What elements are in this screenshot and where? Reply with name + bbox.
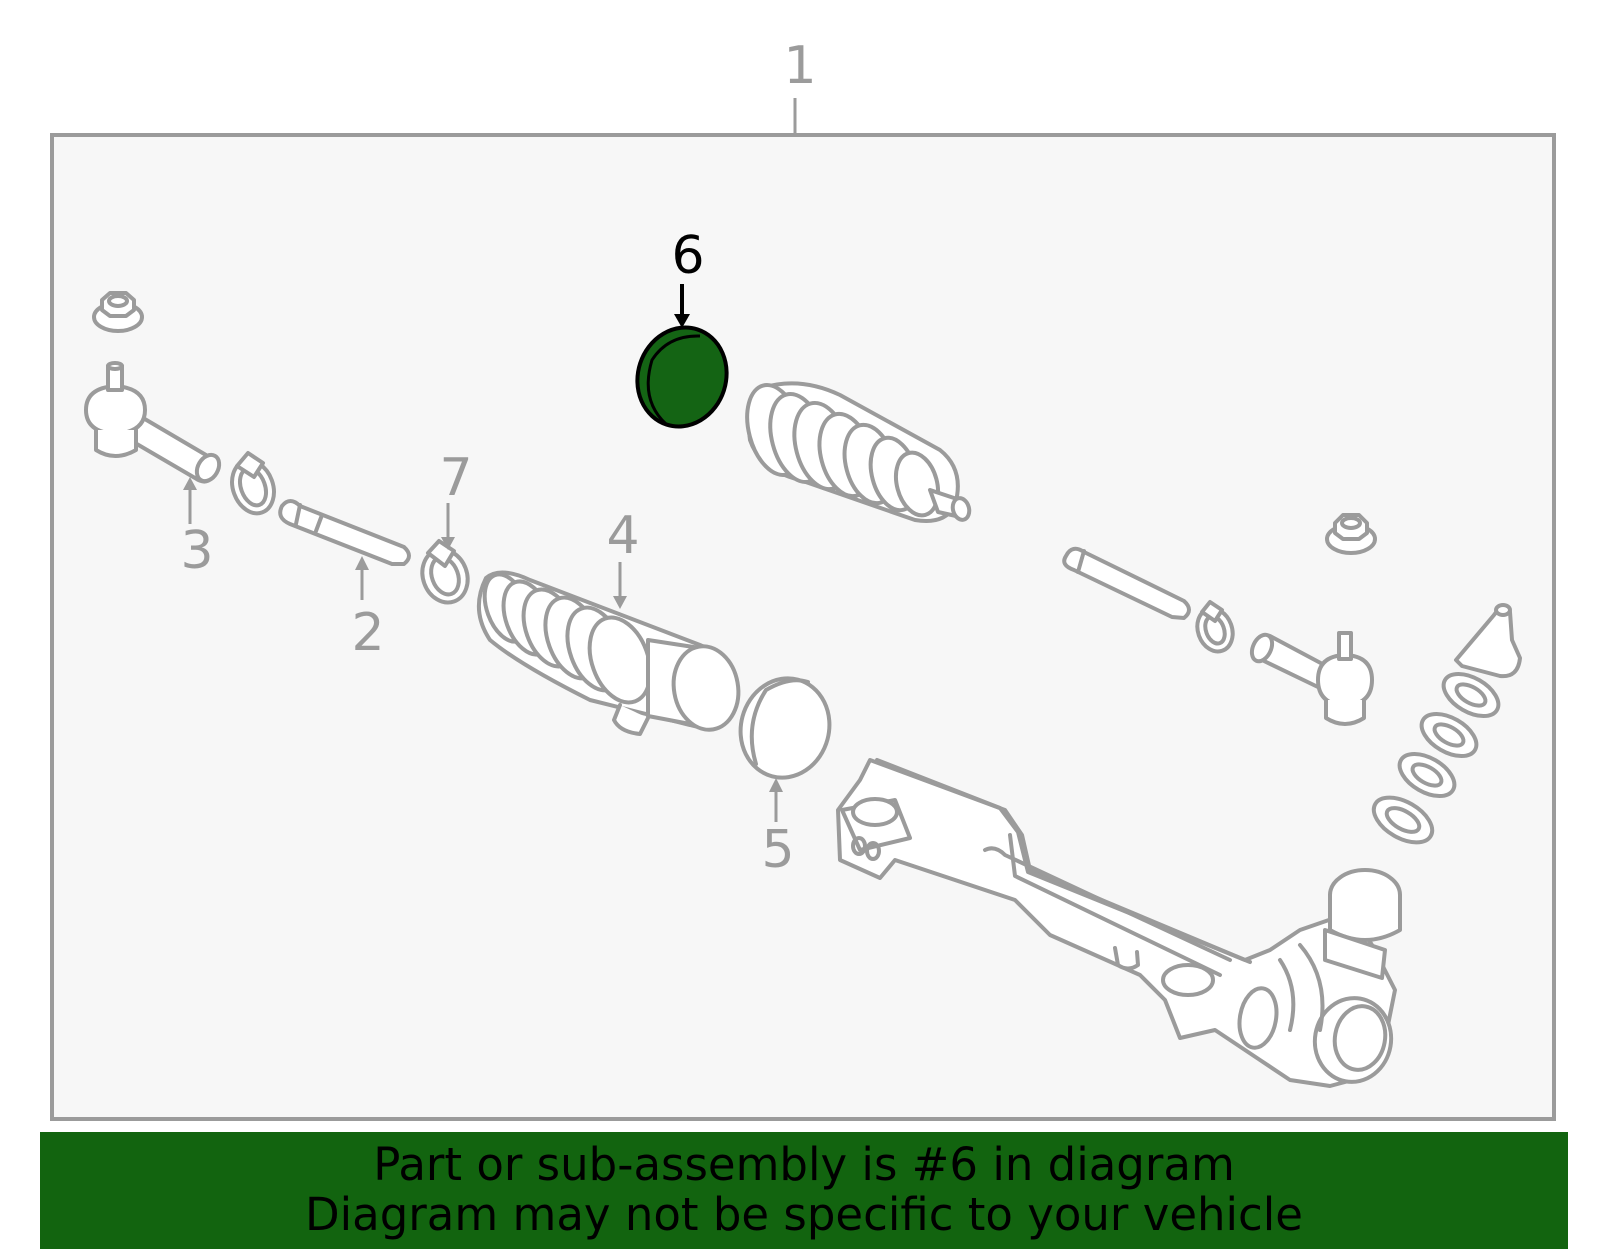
inner-tie-rod-right (1062, 546, 1191, 620)
callout-6: 6 (671, 226, 704, 286)
highlighted-part-6 (635, 325, 729, 429)
boot-clamp (420, 539, 470, 605)
boot-clamp-right (1195, 600, 1235, 654)
callout-2: 2 (351, 603, 384, 663)
washer-1 (1441, 671, 1501, 719)
boot-clamp-left-small (230, 451, 276, 516)
rack-boot-left (476, 570, 741, 736)
outer-tie-rod-end-right (1249, 631, 1374, 726)
callout-7: 7 (439, 448, 472, 508)
washer-2 (1419, 711, 1479, 759)
callout-5: 5 (761, 820, 794, 880)
outer-tie-rod-end-left (84, 361, 222, 484)
info-banner: Part or sub-assembly is #6 in diagram Di… (40, 1132, 1568, 1249)
nut-right (1325, 513, 1377, 555)
callout-1: 1 (783, 36, 816, 96)
rack-boot-right (745, 381, 972, 523)
callout-3: 3 (180, 521, 213, 581)
inner-tie-rod-left (278, 499, 411, 566)
washer-4 (1371, 795, 1435, 845)
nut-left (92, 291, 144, 333)
rack-housing (836, 758, 1402, 1088)
banner-line-1: Part or sub-assembly is #6 in diagram (373, 1138, 1235, 1191)
boot-ring (738, 676, 832, 780)
mount-bushing (1454, 603, 1522, 679)
washer-3 (1397, 751, 1457, 799)
banner-line-2: Diagram may not be specific to your vehi… (305, 1188, 1303, 1241)
callout-4: 4 (606, 506, 639, 566)
